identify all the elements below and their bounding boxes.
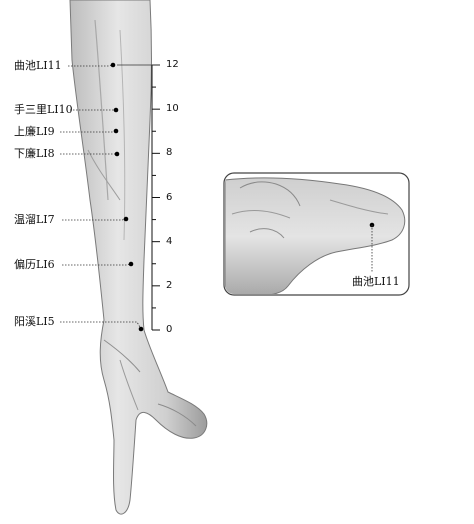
- scale-tick-label: 0: [166, 324, 173, 335]
- scale-tick-label: 6: [166, 191, 173, 203]
- acupoint-label: 曲池LI11: [14, 59, 62, 72]
- scale-tick-label: 12: [166, 59, 179, 70]
- acupoint-marker: [123, 216, 129, 222]
- scale-tick-label: 10: [166, 103, 179, 115]
- leader-line: [62, 218, 127, 221]
- acupoint-label: 手三里LI10: [14, 103, 73, 116]
- acupoint-label: 温溜LI7: [14, 213, 55, 226]
- acupoint-label: 下廉LI8: [14, 147, 55, 160]
- inset-panel: [223, 172, 410, 296]
- scale-tick-label: 2: [166, 279, 173, 291]
- acupoint-label: 阳溪LI5: [14, 315, 55, 328]
- acupoint-label: 偏历LI6: [14, 258, 55, 271]
- acupoint-marker: [113, 128, 119, 134]
- acupoint-marker: [110, 62, 116, 68]
- bent-arm-illustration: [225, 177, 406, 294]
- cun-scale: [151, 64, 160, 331]
- acupoint-marker: [128, 261, 134, 267]
- forearm-illustration: [69, 0, 208, 515]
- acupoint-leaders: [60, 62, 160, 332]
- inset-point-label: 曲池LI11: [352, 275, 400, 288]
- acupoint-marker: [138, 326, 144, 332]
- scale-tick-label: 8: [166, 147, 173, 159]
- leader-line: [62, 263, 132, 266]
- acupoint-marker: [114, 151, 120, 157]
- scale-tick-label: 4: [166, 235, 173, 247]
- acupoint-marker: [113, 107, 119, 113]
- acupoint-label: 上廉LI9: [14, 125, 55, 138]
- leader-line: [60, 321, 142, 330]
